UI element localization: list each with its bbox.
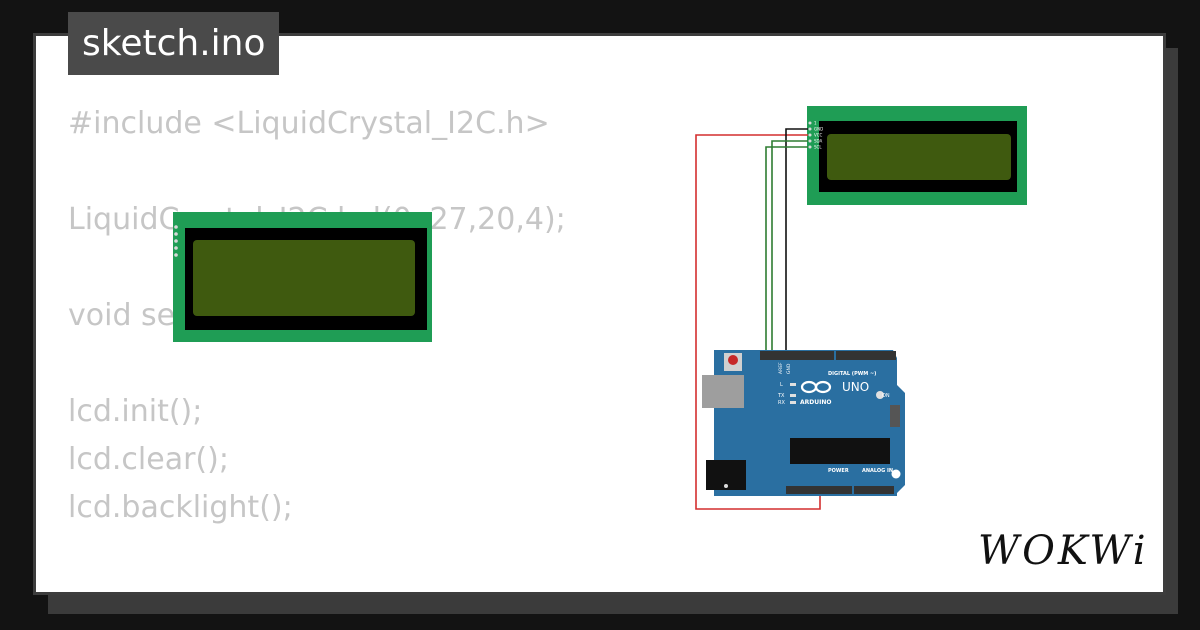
lcd-right[interactable]: 1 GND VCC SDA SCL: [807, 106, 1027, 205]
l-label: L: [780, 382, 783, 388]
lcd-left[interactable]: [173, 212, 432, 342]
wire-black: [785, 128, 808, 355]
digital-label: DIGITAL (PWM ~): [828, 371, 876, 377]
arduino-infinity-icon: [800, 380, 832, 394]
wokwi-logo: WOKWi: [978, 528, 1149, 574]
file-tab[interactable]: sketch.ino: [68, 12, 280, 75]
wire-red: [695, 134, 821, 510]
lcd-pin-sda: SDA: [814, 139, 823, 144]
code-line: #include <LiquidCrystal_I2C.h>: [68, 106, 550, 141]
power-label: POWER: [828, 468, 849, 474]
gnd-label: GND: [786, 363, 792, 374]
board-brand: ARDUINO: [800, 399, 831, 406]
lcd-pin-gnd: GND: [814, 127, 823, 132]
wire-green-scl: [765, 146, 808, 355]
code-line: lcd.init();: [68, 394, 203, 429]
lcd-pin-scl: SCL: [814, 145, 822, 150]
board-model: UNO: [842, 380, 869, 394]
aref-label: AREF: [778, 362, 784, 374]
wire-green-sda: [771, 140, 808, 355]
lcd-pin-1: 1: [814, 121, 817, 126]
tx-label: TX: [777, 393, 785, 399]
arduino-uno[interactable]: UNO ARDUINO DIGITAL (PWM ~) ON L TX RX P…: [702, 350, 905, 496]
code-line: lcd.backlight();: [68, 490, 293, 525]
lcd-pin-vcc: VCC: [814, 133, 823, 138]
on-label: ON: [882, 393, 890, 399]
analog-label: ANALOG IN: [862, 468, 893, 474]
wires: [695, 128, 821, 510]
rx-label: RX: [778, 400, 785, 406]
code-line: lcd.clear();: [68, 442, 229, 477]
